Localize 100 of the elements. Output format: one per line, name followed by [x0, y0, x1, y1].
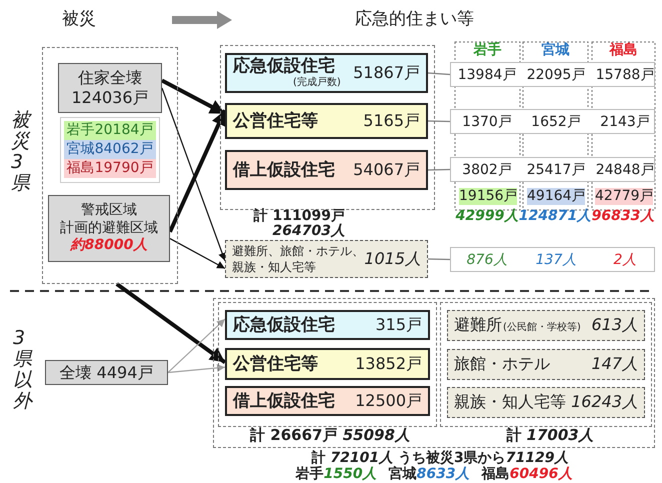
housing-box	[225, 103, 428, 139]
people-total: 96833人	[591, 208, 656, 225]
box-label: 避難所	[454, 315, 502, 336]
people-total: 42999人	[454, 208, 518, 225]
shelter-box	[225, 240, 428, 278]
housing-box	[225, 386, 430, 416]
box-label: 借上仮設住宅	[233, 160, 335, 180]
table-row	[450, 247, 655, 272]
subtotal-value: 19156戸	[459, 188, 517, 205]
subtotal-value: 49164戸	[527, 188, 585, 205]
count-value: 15788戸	[594, 66, 656, 84]
table-row	[450, 109, 655, 134]
connector-line	[428, 258, 450, 260]
count-value: 51867戸	[353, 62, 420, 84]
table-row	[450, 157, 655, 182]
count-value: 13852戸	[355, 354, 422, 374]
connector-line	[428, 120, 450, 122]
count-value: 876人	[466, 251, 508, 269]
shelter-box	[447, 387, 645, 418]
dashed-group-frame	[440, 302, 652, 427]
thick-arrow	[116, 282, 226, 364]
count-value: 2143戸	[599, 113, 651, 131]
dashed-group-frame	[213, 298, 655, 448]
count-value: 13984戸	[456, 66, 518, 84]
count-value: 24848戸	[594, 161, 656, 179]
total-note: 計 111099戸	[252, 209, 345, 224]
connector-line	[428, 168, 450, 171]
housing-box	[225, 310, 430, 340]
dashed-group-frame	[218, 302, 437, 427]
count-value: 54067戸	[353, 160, 420, 180]
heading: 応急的住まい等	[355, 9, 474, 30]
table-row	[450, 62, 655, 87]
total-note: 計 26667戸 55098人	[248, 428, 411, 444]
people-count: 8633人	[416, 466, 470, 482]
count-value: 1370戸	[461, 113, 513, 131]
housing-box	[225, 53, 428, 93]
connector-line	[428, 72, 450, 76]
box-label: 応急仮設住宅	[233, 56, 335, 76]
dashed-group-frame	[220, 45, 435, 210]
count-value: 315戸	[375, 314, 422, 336]
people-count: 60496人	[510, 466, 572, 482]
count-value: 16243人	[571, 392, 638, 413]
column-header: 宮城	[540, 42, 570, 59]
section-label: 被災3県	[11, 110, 30, 194]
count-value: 1652戸	[530, 113, 582, 131]
thick-arrow	[168, 109, 227, 233]
damage-box	[48, 195, 170, 262]
count-value: 12500戸	[355, 390, 422, 412]
box-label: 警戒区域	[81, 202, 137, 220]
box-label: 124036戸	[71, 88, 149, 108]
box-note: (完成戸数)	[293, 76, 341, 90]
damage-box	[45, 360, 168, 385]
box-label: 公営住宅等	[233, 354, 318, 374]
count-value: 1015人	[364, 248, 421, 270]
arrow	[168, 364, 226, 374]
shelter-box	[447, 349, 645, 380]
box-label: 公営住宅等	[233, 112, 318, 130]
count-value: 137人	[534, 251, 578, 269]
arrow	[168, 318, 226, 373]
count-value: 約88000人	[70, 237, 148, 255]
count-value: 147人	[591, 354, 638, 375]
box-label: 旅館・ホテル	[454, 354, 550, 375]
heading: 被災	[62, 9, 96, 30]
dashed-group-frame	[42, 47, 178, 284]
total-note: 264703人	[272, 224, 345, 238]
total-note: 計 17003人	[505, 428, 595, 444]
prefecture-count: 岩手20184戸	[64, 121, 156, 140]
prefecture-count: 福島19790戸	[64, 159, 156, 178]
place-name: 宮城	[388, 466, 417, 482]
arrow	[161, 88, 226, 262]
shelter-box	[447, 310, 645, 341]
box-label: 応急仮設住宅	[233, 316, 335, 334]
housing-box	[225, 150, 428, 190]
count-value: 3802戸	[461, 161, 513, 179]
count-value: 5165戸	[363, 110, 420, 132]
box-label: 全壊 4494戸	[60, 362, 154, 382]
box-label: 借上仮設住宅	[233, 392, 335, 410]
box-note: (公民館・学校等)	[503, 320, 581, 334]
box-label: 計画的避難区域	[60, 220, 158, 238]
arrow	[170, 238, 226, 270]
box-label: 避難所、旅館・ホテル、親族・知人宅等	[232, 242, 364, 276]
place-name: 岩手	[296, 466, 324, 482]
people-total: 124871人	[518, 208, 592, 225]
prefecture-breakdown-box	[60, 117, 160, 183]
subtotal-value: 42779戸	[595, 188, 653, 205]
housing-box	[225, 348, 430, 380]
total-note: 計 72101人 うち被災3県から	[312, 450, 506, 466]
section-label: 3県以外	[13, 328, 32, 412]
column-header: 岩手	[472, 42, 502, 59]
place-name: 福島	[482, 466, 510, 482]
people-count: 71129人	[506, 450, 568, 466]
damage-box	[58, 63, 162, 113]
count-value: 2人	[612, 251, 638, 269]
box-label: 親族・知人宅等	[454, 392, 566, 413]
count-value: 25417戸	[526, 161, 586, 179]
prefecture-count: 宮城84062戸	[64, 140, 156, 159]
column-header: 福島	[608, 42, 638, 59]
people-count: 1550人	[324, 466, 377, 482]
count-value: 22095戸	[526, 66, 586, 84]
box-label: 住家全壊	[78, 68, 142, 88]
